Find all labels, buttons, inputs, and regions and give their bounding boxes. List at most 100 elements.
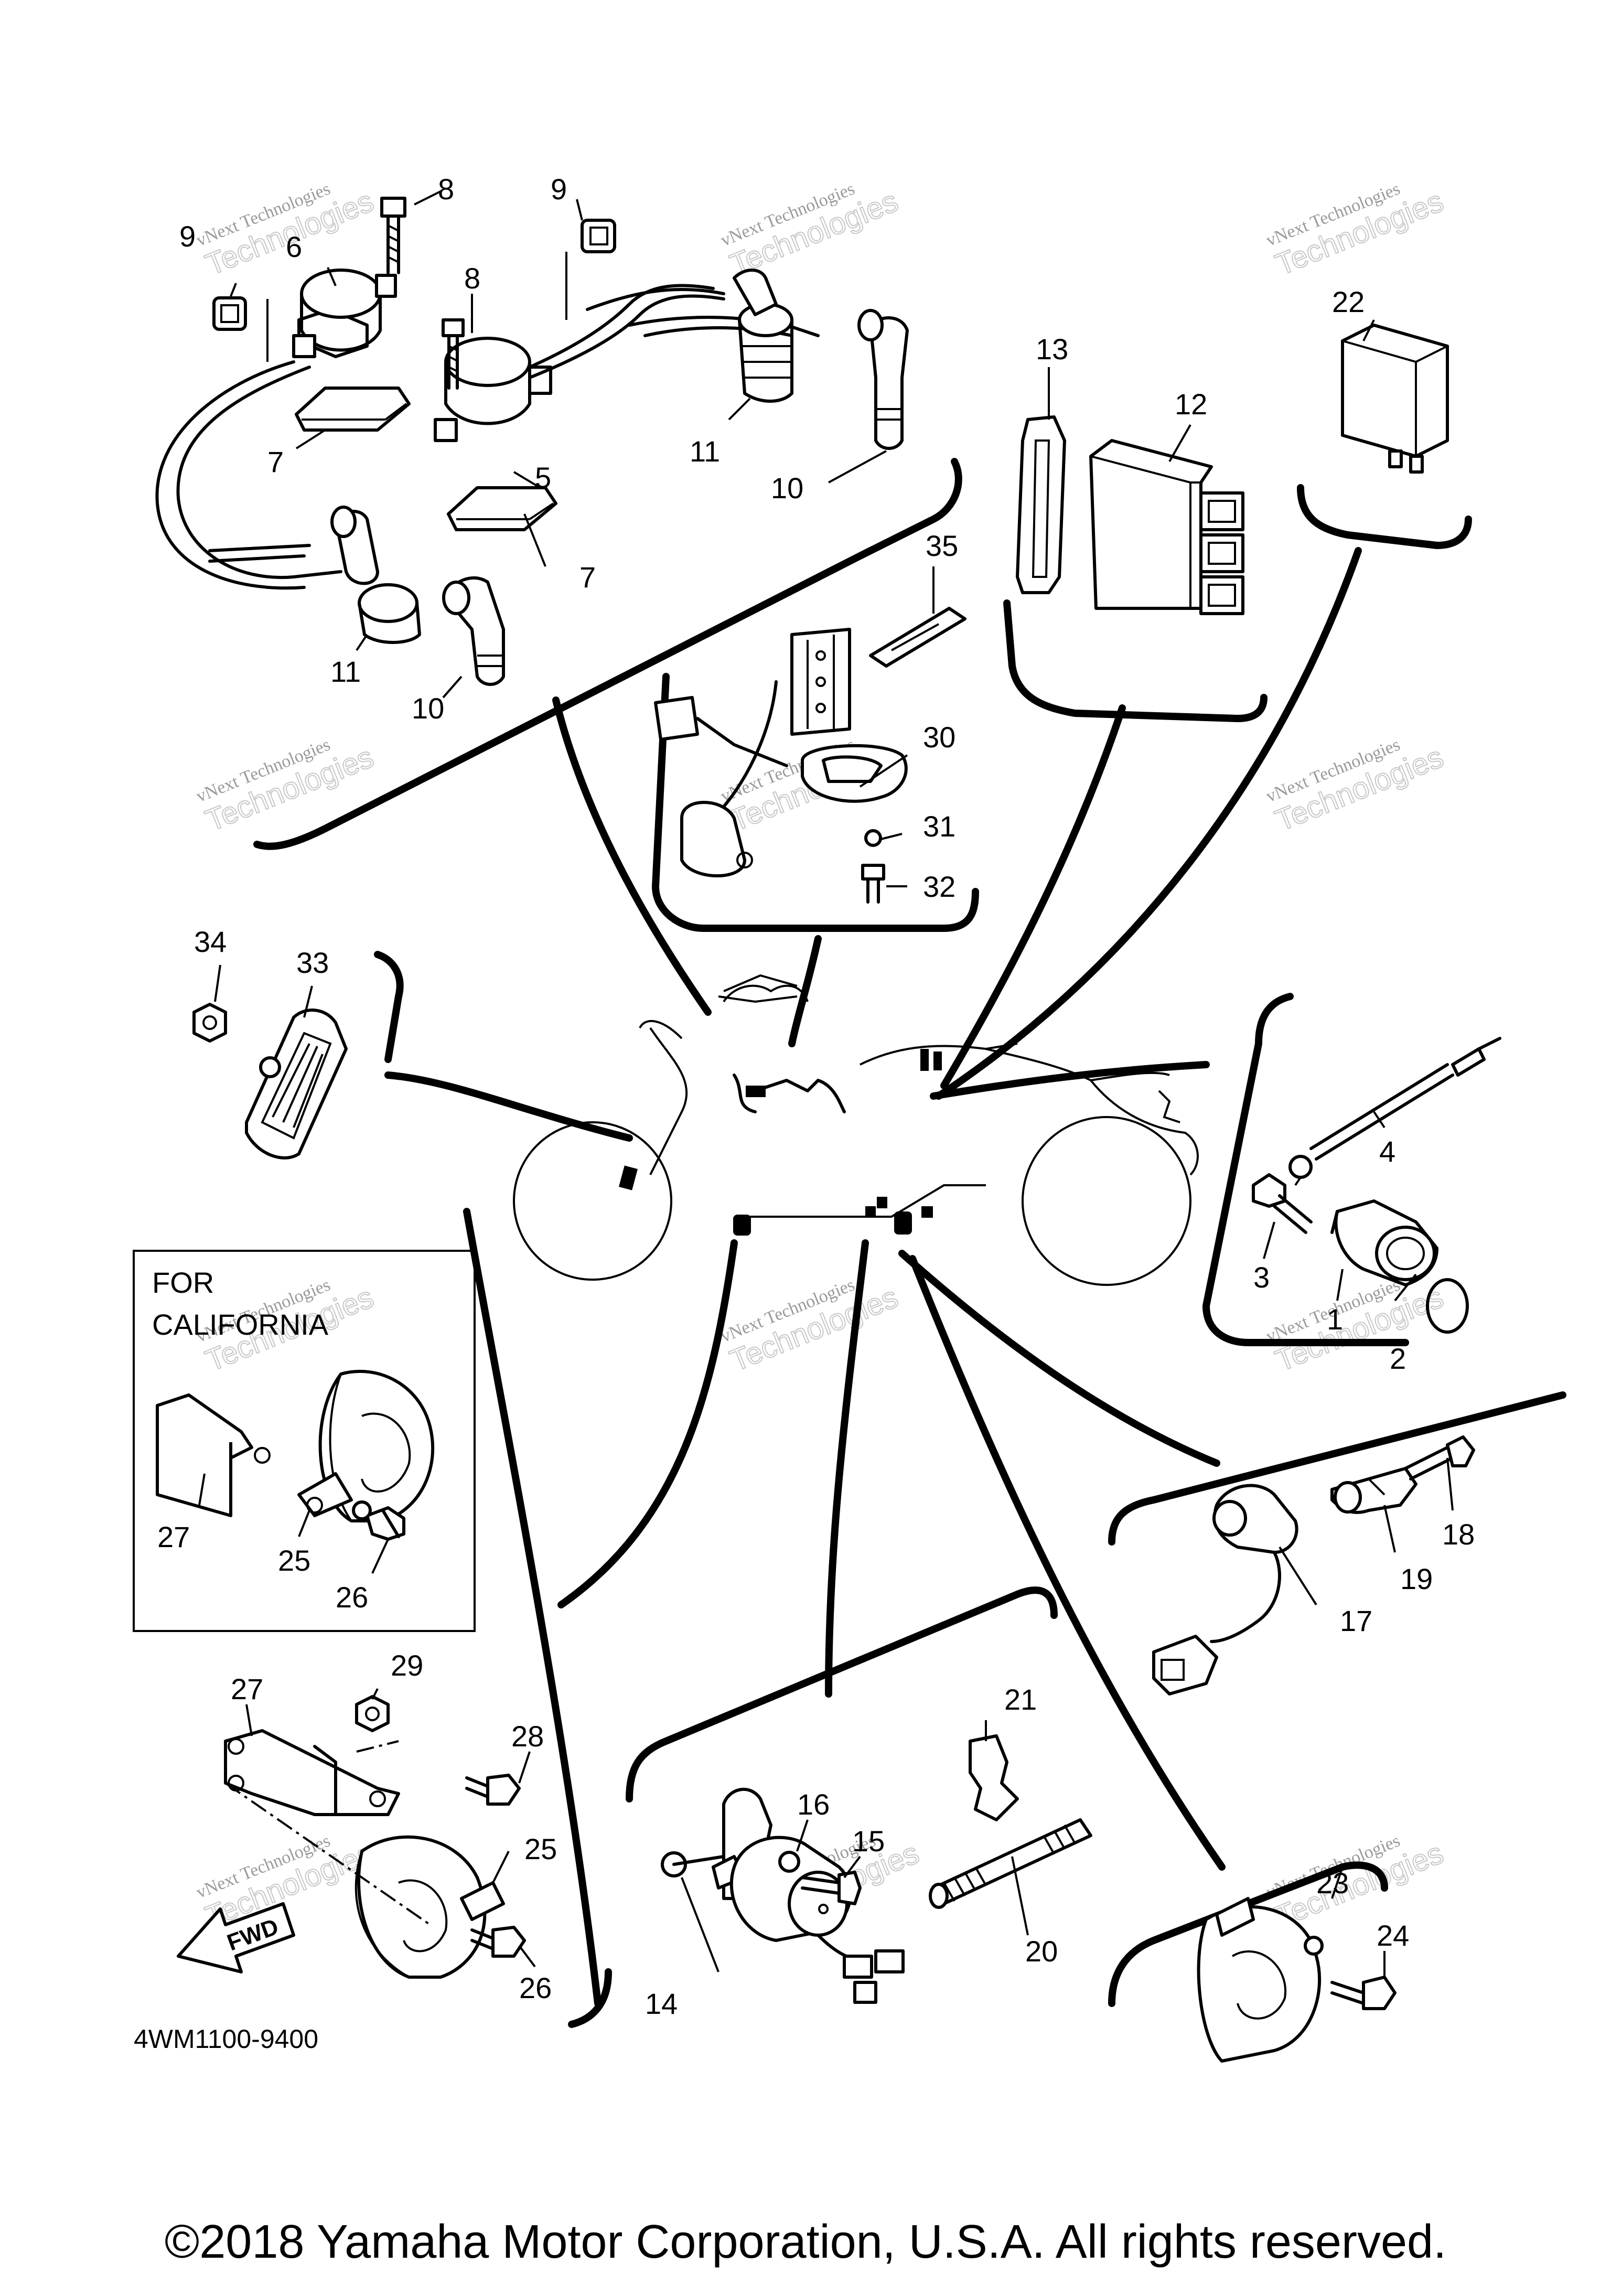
spark-plug-cap	[857, 309, 909, 450]
central-connectors	[619, 1049, 942, 1236]
ignition-coil	[292, 269, 397, 358]
california-box-title: FOR	[152, 1266, 214, 1299]
pickup-sensor	[1152, 1484, 1298, 1696]
callout-7-center: 7	[579, 561, 596, 594]
watermark: vNext Technologies Technologies	[718, 179, 903, 282]
horn	[297, 1369, 435, 1522]
callout-numbers: 1 2 3 4 5 6 7 7 8 8 9 9 10 10 11 11 12 1…	[157, 173, 1475, 2020]
callout-12: 12	[1175, 388, 1207, 421]
callout-14: 14	[645, 1987, 678, 2020]
callout-5: 5	[535, 461, 551, 494]
panel-bracket	[374, 951, 404, 1063]
callout-2: 2	[1390, 1342, 1406, 1375]
rear-fender	[985, 1048, 1170, 1082]
watermark: vNext Technologies Technologies	[1263, 179, 1448, 282]
callout-35: 35	[926, 529, 958, 562]
starter-panel	[626, 1586, 1092, 2004]
spark-plug-cap	[442, 576, 505, 686]
panel-bracket	[253, 458, 962, 850]
callout-34: 34	[194, 925, 227, 958]
callout-17: 17	[1340, 1604, 1372, 1637]
speedometer-cable	[1288, 1037, 1501, 1186]
callout-13: 13	[1036, 332, 1068, 366]
starter-bolt	[801, 1871, 862, 1905]
callout-32: 32	[923, 870, 955, 903]
horn-bracket	[156, 1393, 271, 1517]
callout-10-left: 10	[412, 692, 444, 725]
callout-30: 30	[923, 721, 955, 754]
fuel-float	[680, 801, 746, 877]
bolt	[1252, 1173, 1313, 1234]
relay-panel	[1297, 324, 1472, 549]
ecu-panel	[1003, 415, 1268, 722]
washer	[864, 829, 882, 847]
frame-lower	[745, 1184, 986, 1218]
rubber-cap	[212, 296, 247, 331]
callout-7-left: 7	[267, 445, 284, 478]
callout-10-right: 10	[771, 471, 803, 505]
callout-33: 33	[296, 946, 329, 979]
panel-bracket	[568, 1968, 612, 2028]
plug-boot	[330, 506, 421, 644]
rear-wheel	[1022, 1116, 1191, 1286]
horn	[1197, 1897, 1322, 2063]
panel-bracket	[1108, 1861, 1388, 2007]
callout-28: 28	[511, 1720, 544, 1753]
horn-bolt	[470, 1926, 526, 1958]
callout-24: 24	[1377, 1919, 1409, 1952]
rubber-band	[1016, 415, 1066, 594]
watermark: vNext Technologies Technologies	[718, 1275, 903, 1378]
stud	[929, 1818, 1092, 1909]
california-box-subtitle: CALIFORNIA	[152, 1308, 329, 1341]
washer	[1304, 1936, 1324, 1956]
diagram-code: 4WM1100-9400	[134, 2024, 318, 2054]
callout-27-box: 27	[157, 1520, 190, 1553]
front-wheel	[513, 1121, 672, 1281]
ecu-unit	[1089, 439, 1244, 615]
callout-3: 3	[1253, 1261, 1270, 1294]
watermark: vNext Technologies Technologies	[1263, 735, 1448, 838]
fuel-sender-panel	[652, 607, 979, 932]
bolt	[380, 197, 406, 274]
callout-18: 18	[1442, 1518, 1475, 1551]
harness-center	[733, 1074, 846, 1113]
watermark: vNext Technologies Technologies	[194, 179, 379, 282]
callout-25-box: 25	[278, 1544, 310, 1577]
starter-motor	[661, 1788, 905, 2004]
callout-8-left: 8	[438, 173, 454, 206]
callout-26: 26	[519, 1971, 552, 2004]
sensor-clamp	[1330, 1467, 1417, 1514]
callout-31: 31	[923, 810, 955, 843]
sensor-housing	[1330, 1199, 1438, 1286]
horn-bracket	[224, 1729, 400, 1816]
connector	[654, 696, 699, 741]
nut	[192, 1003, 227, 1043]
washer	[778, 1851, 800, 1873]
front-fork	[649, 1027, 688, 1175]
callout-21: 21	[1004, 1683, 1037, 1716]
horn-nut	[355, 1695, 390, 1732]
connector-marker	[619, 1165, 638, 1190]
callout-11-right: 11	[690, 435, 720, 468]
tank-top	[723, 984, 809, 1003]
callout-8-center: 8	[464, 262, 480, 295]
callout-27: 27	[231, 1672, 263, 1705]
clamp	[969, 1734, 1019, 1821]
seat	[860, 1043, 1018, 1066]
bolt	[442, 318, 465, 390]
speed-sensor-panel	[1202, 993, 1501, 1346]
callout-25: 25	[524, 1832, 557, 1865]
rubber-cap	[581, 219, 616, 253]
callout-6: 6	[286, 230, 302, 263]
relay	[1341, 324, 1449, 474]
horn	[355, 1835, 505, 1979]
coil-cover	[295, 387, 411, 432]
callout-26-box: 26	[336, 1581, 368, 1614]
watermark: vNext Technologies Technologies	[194, 735, 379, 838]
screw	[861, 864, 885, 904]
panel-bracket	[626, 1586, 1058, 1803]
callout-15: 15	[852, 1825, 885, 1858]
leader-lines	[198, 190, 1454, 1977]
